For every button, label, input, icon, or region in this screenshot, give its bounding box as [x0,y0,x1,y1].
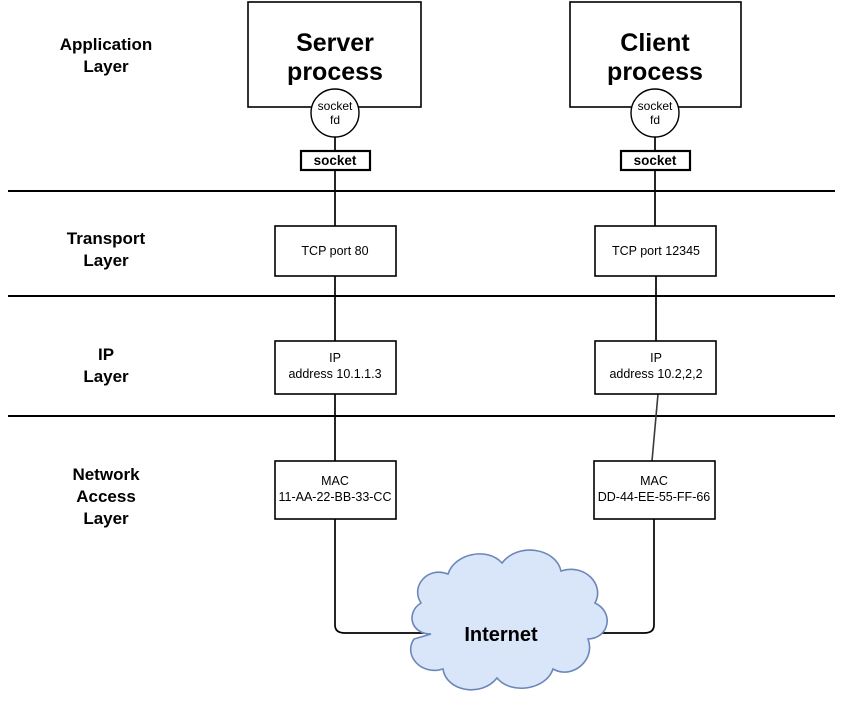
svg-text:socket: socket [314,153,357,168]
svg-text:address 10.2,2,2: address 10.2,2,2 [609,367,702,381]
svg-text:socket: socket [318,99,353,113]
svg-text:MAC: MAC [321,474,349,488]
svg-text:process: process [287,58,383,86]
svg-text:IP: IP [329,351,341,365]
svg-text:Server: Server [296,29,374,57]
svg-text:fd: fd [330,113,340,127]
client-transport-box [594,225,717,277]
layer-label-network-access: Network Access Layer [72,465,140,528]
svg-text:process: process [607,58,703,86]
svg-text:Transport: Transport [67,229,146,248]
svg-text:socket: socket [638,99,673,113]
internet-cloud-shape [409,549,608,691]
svg-text:IP: IP [98,345,114,364]
svg-text:TCP port 80: TCP port 80 [301,244,368,258]
layer-label-transport: Transport Layer [67,229,146,270]
svg-text:11-AA-22-BB-33-CC: 11-AA-22-BB-33-CC [278,490,391,504]
server-socket-label-box [299,149,372,172]
layer-label-application: Application Layer [60,35,153,76]
svg-text:Application: Application [60,35,153,54]
svg-text:fd: fd [650,113,660,127]
svg-text:Network: Network [72,465,140,484]
client-connector-ip-to-mac [651,393,659,462]
layer-label-ip: IP Layer [83,345,129,386]
svg-text:DD-44-EE-55-FF-66: DD-44-EE-55-FF-66 [598,490,711,504]
svg-text:MAC: MAC [640,474,668,488]
svg-text:TCP port 12345: TCP port 12345 [612,244,700,258]
svg-text:Layer: Layer [83,251,129,270]
client-socket-fd-circle [630,88,680,138]
svg-text:address 10.1.1.3: address 10.1.1.3 [288,367,381,381]
svg-text:Internet: Internet [464,624,538,646]
svg-text:Layer: Layer [83,509,129,528]
svg-text:socket: socket [634,153,677,168]
svg-text:Layer: Layer [83,57,129,76]
server-mac-box [274,460,397,520]
server-ip-box [274,340,397,395]
svg-text:Client: Client [620,29,690,57]
client-connector-mac-to-internet [573,519,655,634]
server-transport-box [274,225,397,277]
client-mac-box [593,460,716,520]
svg-text:Access: Access [76,487,136,506]
server-socket-fd-circle [310,88,360,138]
client-socket-label-box [619,149,692,172]
server-connector-mac-to-internet [334,519,430,634]
svg-text:IP: IP [650,351,662,365]
client-ip-box [594,340,717,395]
svg-text:Layer: Layer [83,367,129,386]
